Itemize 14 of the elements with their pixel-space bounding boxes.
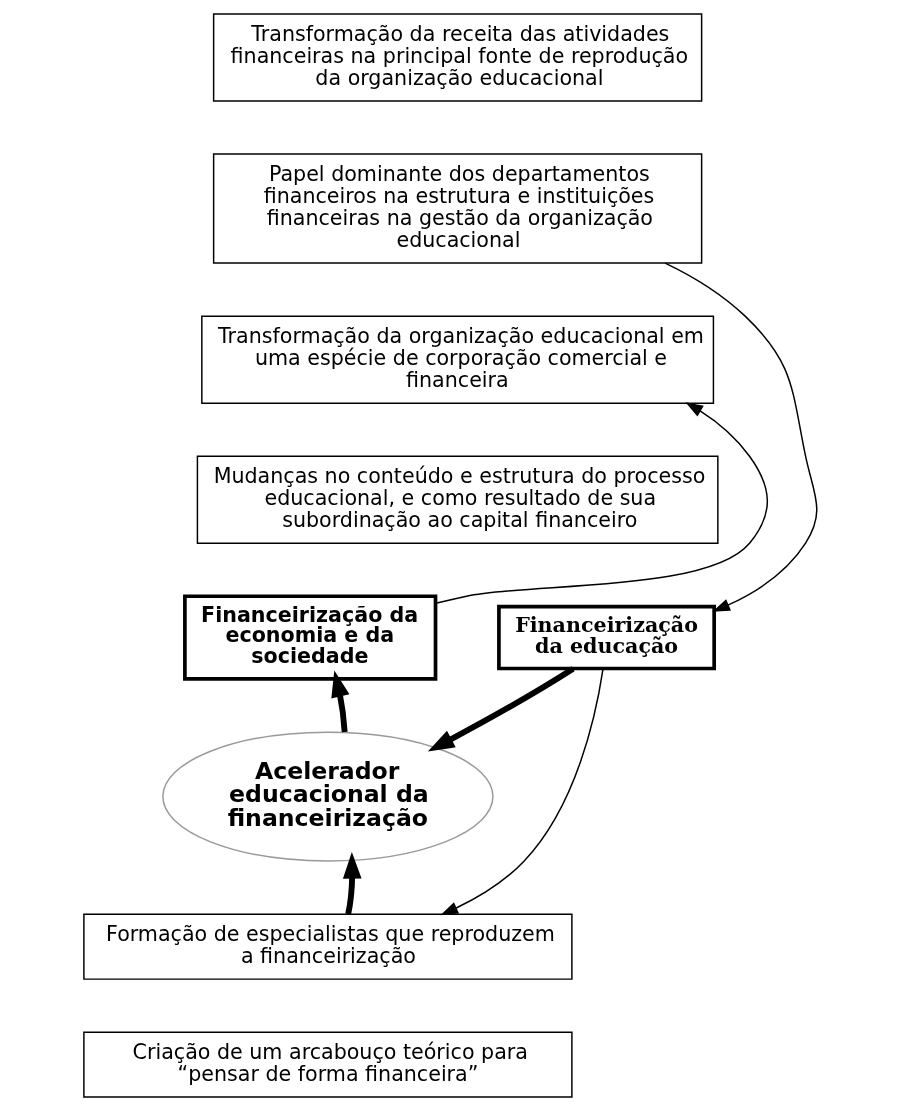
node-box: Financeirização da economia e da sociedade — [183, 594, 438, 681]
arrow — [427, 666, 575, 752]
node-box: Criação de um arcabouço teórico para “pensar de forma financeira” — [83, 1031, 573, 1098]
node-box: Transformação da organização educacional em uma espécie de corporação comercial e financeira — [201, 315, 715, 404]
arrow — [440, 668, 604, 916]
arrow — [342, 851, 362, 915]
node-box: Formação de especialistas que reproduzem a financeirização — [83, 913, 573, 980]
arrow — [664, 262, 818, 612]
node-box: Mudanças no conteúdo e estrutura do processo educacional, e como resultado de sua subordinação ao capital financeiro — [196, 455, 719, 544]
node-box: Financeirização da educação — [497, 604, 716, 671]
arrow — [435, 402, 769, 605]
node-box: Papel dominante dos departamentos financeiros na estrutura e instituições financeiras na gestão da organização educacional — [212, 153, 703, 264]
node-box: Transformação da receita das atividades financeiras na principal fonte de reprodução da organização educacional — [212, 13, 703, 102]
arrow — [331, 670, 350, 733]
